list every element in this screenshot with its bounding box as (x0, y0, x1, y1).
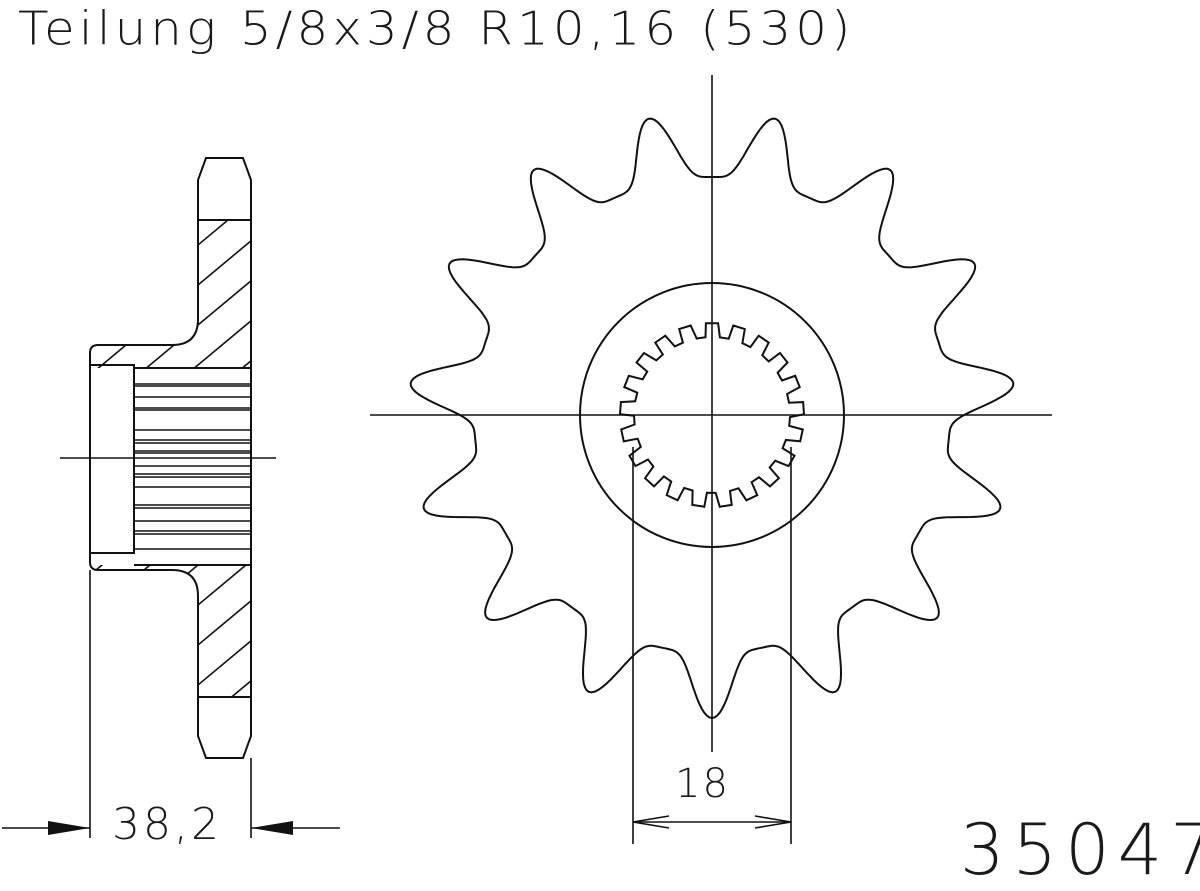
side-outline (89, 157, 252, 759)
hub-recess-face (89, 364, 135, 554)
arrow-right-filled-icon (48, 821, 90, 835)
hatch-line (90, 220, 251, 281)
hatch-line (90, 220, 251, 361)
hatch-line (90, 359, 251, 561)
arrow-left-filled-icon (251, 821, 293, 835)
hatch-line (90, 559, 251, 697)
sprocket-front-view (370, 75, 1052, 752)
hatch-line (90, 220, 251, 241)
hub-recess (89, 364, 135, 554)
hatch-line (90, 439, 251, 641)
sprocket-side-section-view (60, 157, 300, 886)
hatch-line (90, 479, 251, 681)
arrow-right-icon (754, 815, 792, 829)
spline-bore-dimension: 18 (675, 761, 730, 807)
arrow-left-icon (632, 815, 670, 829)
overall-width-dimension: 38,2 (112, 799, 222, 850)
part-number: 35047 (960, 809, 1200, 891)
hatch-line (90, 279, 251, 481)
hatch-line (90, 220, 251, 401)
drawing-title: Teilung 5/8x3/8 R10,16 (530) (18, 2, 855, 56)
hatch-line (90, 519, 251, 697)
hatch-line (90, 599, 251, 697)
hatch-line (90, 679, 251, 697)
hatch-line (90, 220, 251, 321)
hatch-line (90, 319, 251, 521)
hatch-line (60, 880, 300, 886)
dimension-lines (2, 447, 792, 844)
spline-bore-outline (618, 322, 806, 508)
